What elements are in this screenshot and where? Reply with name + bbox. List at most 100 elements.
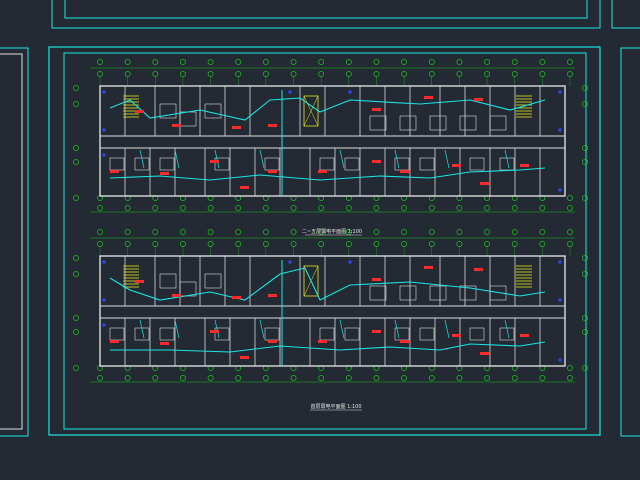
column-grid-bubble-top [180, 229, 186, 235]
column-grid-bubble-bottom [262, 375, 269, 381]
bathroom [264, 157, 280, 171]
column-grid-bubble-top [511, 229, 518, 235]
row-grid-bubble-right [582, 85, 588, 91]
stair [516, 95, 532, 118]
column-grid-bubble-bottom [567, 205, 573, 211]
column-grid-bubble-bottom [401, 205, 408, 211]
data-outlet [558, 260, 562, 264]
column-grid-bubble-top [262, 71, 269, 77]
column-grid-bubble-bottom [428, 205, 435, 211]
column-grid-bubble-bottom [318, 375, 325, 381]
wiring-branch [339, 149, 345, 169]
bathroom [109, 157, 125, 171]
column-grid-bubble-top [484, 59, 490, 65]
stair [123, 265, 139, 288]
column-grid-bubble-bottom [484, 375, 490, 381]
column-grid-bubble-bottom [511, 375, 518, 381]
column-grid-bubble-top [567, 59, 573, 65]
column-grid-bubble-top [318, 229, 325, 235]
column-grid-bubble-top [262, 241, 269, 247]
column-grid-bubble-bottom [262, 205, 269, 211]
column-grid-bubble-top [152, 229, 159, 235]
room-tag [135, 280, 144, 283]
column-grid-bubble-top [97, 241, 103, 247]
column-grid-bubble-top [318, 71, 325, 77]
sheet-right-outer [620, 47, 640, 437]
bathroom [429, 115, 447, 131]
room-tag [520, 164, 529, 167]
room-tag [268, 340, 277, 343]
room-tag [318, 170, 327, 173]
room-tag [452, 334, 461, 337]
bathroom [429, 285, 447, 301]
row-grid-bubble-right [582, 159, 588, 165]
column-grid-bubble-top [207, 71, 214, 77]
data-outlet [102, 90, 106, 94]
column-grid-bubble-top [124, 229, 131, 235]
room-tag [372, 160, 381, 163]
column-grid-bubble-bottom [235, 205, 242, 211]
wiring-branch [214, 319, 220, 339]
column-grid-bubble-top [290, 229, 297, 235]
column-grid-bubble-bottom [290, 375, 297, 381]
bathroom [204, 273, 222, 289]
column-grid-bubble-top [124, 71, 131, 77]
bathroom [344, 157, 360, 171]
room-tag [372, 108, 381, 111]
bathroom [204, 103, 222, 119]
column-grid-bubble-top [180, 59, 186, 65]
column-grid-bubble-bottom [456, 375, 463, 381]
row-grid-bubble-right [582, 101, 588, 107]
sheet-top-right [611, 0, 640, 29]
bathroom [159, 157, 175, 171]
data-outlet [348, 90, 352, 94]
row-grid-bubble-left [73, 101, 79, 107]
column-grid-bubble-top [235, 241, 242, 247]
data-outlet [288, 260, 292, 264]
column-grid-bubble-top [207, 59, 214, 65]
room-tag [480, 352, 489, 355]
wiring-branch [139, 149, 145, 169]
column-grid-bubble-bottom [124, 375, 131, 381]
column-grid-bubble-top [124, 241, 131, 247]
wiring-branch [444, 149, 450, 169]
column-grid-bubble-top [373, 71, 380, 77]
bathroom [459, 285, 477, 301]
wiring-branch [139, 319, 145, 339]
column-grid-bubble-top [262, 229, 269, 235]
column-grid-bubble-bottom [401, 375, 408, 381]
column-grid-bubble-bottom [124, 205, 131, 211]
column-grid-bubble-top [401, 71, 408, 77]
column-grid-bubble-top [180, 241, 186, 247]
column-grid-bubble-top [207, 229, 214, 235]
wiring-branch [394, 319, 400, 339]
column-grid-bubble-top [345, 71, 352, 77]
wiring-branch [339, 319, 345, 339]
column-grid-bubble-bottom [318, 205, 325, 211]
column-grid-bubble-top [511, 241, 518, 247]
row-grid-bubble-left [73, 85, 79, 91]
bathroom [159, 327, 175, 341]
floor-plans [73, 59, 588, 383]
column-grid-bubble-top [318, 241, 325, 247]
elevator-shaft [303, 265, 319, 297]
room-tag [172, 124, 181, 127]
room-tag [372, 278, 381, 281]
bathroom [419, 157, 435, 171]
room-tag [110, 340, 119, 343]
wiring-branch [259, 319, 265, 339]
column-grid-bubble-top [428, 71, 435, 77]
wiring-branch [394, 149, 400, 169]
column-grid-bubble-top [484, 241, 490, 247]
row-grid-bubble-left [73, 315, 79, 321]
column-grid-bubble-top [290, 241, 297, 247]
row-grid-bubble-right [582, 329, 588, 335]
row-grid-bubble-right [582, 195, 588, 201]
bathroom [469, 157, 485, 171]
column-grid-bubble-top [539, 71, 546, 77]
column-grid-bubble-bottom [152, 375, 159, 381]
room-tag [268, 124, 277, 127]
column-grid-bubble-top [401, 229, 408, 235]
room-tag [135, 110, 144, 113]
bathroom [459, 115, 477, 131]
